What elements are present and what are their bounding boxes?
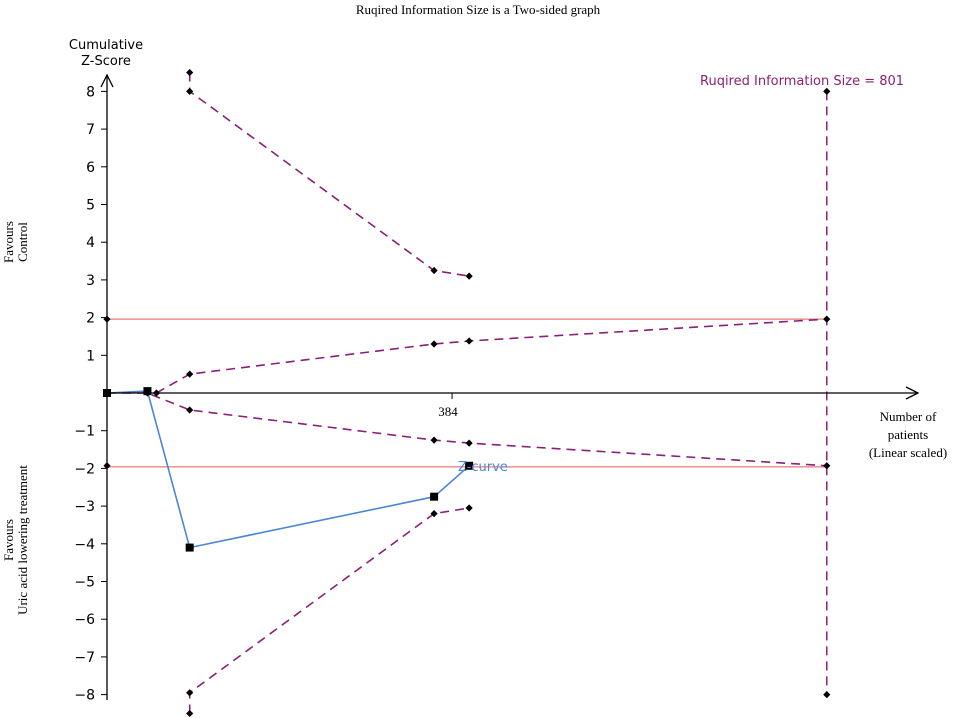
boundary-point [186, 87, 194, 95]
x-axis-arrow [905, 386, 920, 400]
boundary-end-point [103, 462, 111, 470]
z-curve-point [465, 461, 474, 470]
boundary-point [430, 266, 438, 275]
y-tick-label: −6 [74, 612, 95, 628]
y-tick-label: −7 [74, 650, 95, 666]
boundary-point [186, 689, 194, 697]
boundary-point [152, 389, 161, 397]
boundary-point [465, 337, 473, 345]
y-tick-label: 5 [86, 198, 95, 214]
boundary-point [823, 462, 831, 470]
y-tick-label: 7 [86, 122, 95, 138]
x-axis-label-line3: (Linear scaled) [869, 445, 947, 460]
boundary-point [430, 510, 438, 518]
upper-group-label-line2: Control [15, 222, 30, 262]
boundary-end-point [823, 691, 831, 699]
boundary-point [465, 504, 473, 512]
z-curve-label: Z-curve [458, 460, 508, 475]
y-tick-label: 6 [86, 160, 95, 176]
y-tick-label: 1 [86, 348, 95, 364]
boundary-end-point [823, 87, 831, 95]
y-tick-label: −2 [74, 461, 95, 477]
boundary-point [465, 439, 473, 447]
boundary-point [186, 406, 194, 414]
boundary-point [430, 340, 438, 348]
boundary-line-2 [156, 318, 827, 394]
axes: 8 7 6 5 4 3 2 1 −1 −2 −3 −4 −5 −6 −7 −8 384 [74, 73, 920, 704]
chart-title: Ruqired Information Size is a Two-sided … [356, 2, 601, 17]
y-tick-label: 8 [86, 84, 95, 100]
z-curve-line [106, 390, 470, 549]
boundary-line-3 [107, 392, 827, 467]
x-tick-label: 384 [438, 404, 458, 419]
y-tick-label: 3 [86, 273, 95, 289]
y-tick-label: −3 [74, 499, 95, 515]
x-axis-label-line2: patients [888, 427, 928, 442]
boundary-point [430, 436, 438, 444]
boundary-point [186, 370, 194, 378]
y-tick-label: 4 [86, 235, 95, 251]
z-curve-point [430, 492, 439, 501]
plot-markers [103, 68, 831, 718]
y-axis-label-line2: Z-Score [81, 54, 131, 69]
y-axis-label-line1: Cumulative [69, 38, 143, 53]
boundary-point [103, 389, 111, 397]
y-tick-label: −8 [74, 688, 95, 704]
boundary-point [186, 68, 194, 77]
y-tick-label: −5 [74, 575, 95, 591]
ris-label: Ruqired Information Size = 801 [700, 74, 904, 89]
boundary-end-point [103, 315, 111, 323]
lower-group-label-line2: Uric acid lowering treatment [15, 465, 30, 615]
y-tick-label: 2 [86, 311, 95, 327]
boundary-line-4 [188, 507, 470, 714]
boundary-point [143, 389, 152, 397]
y-axis-arrow [100, 73, 114, 88]
upper-group-label-line1: Favours [1, 221, 16, 263]
y-tick-label: −1 [74, 424, 95, 440]
x-axis-label-line1: Number of [880, 409, 937, 424]
boundary-point [823, 315, 831, 323]
boundary-line-1 [188, 72, 470, 277]
boundary-point [465, 272, 473, 280]
y-tick-label: −4 [74, 537, 95, 553]
z-curve-point [185, 543, 194, 552]
boundary-point [186, 709, 194, 718]
lower-group-label-line1: Favours [1, 519, 16, 561]
